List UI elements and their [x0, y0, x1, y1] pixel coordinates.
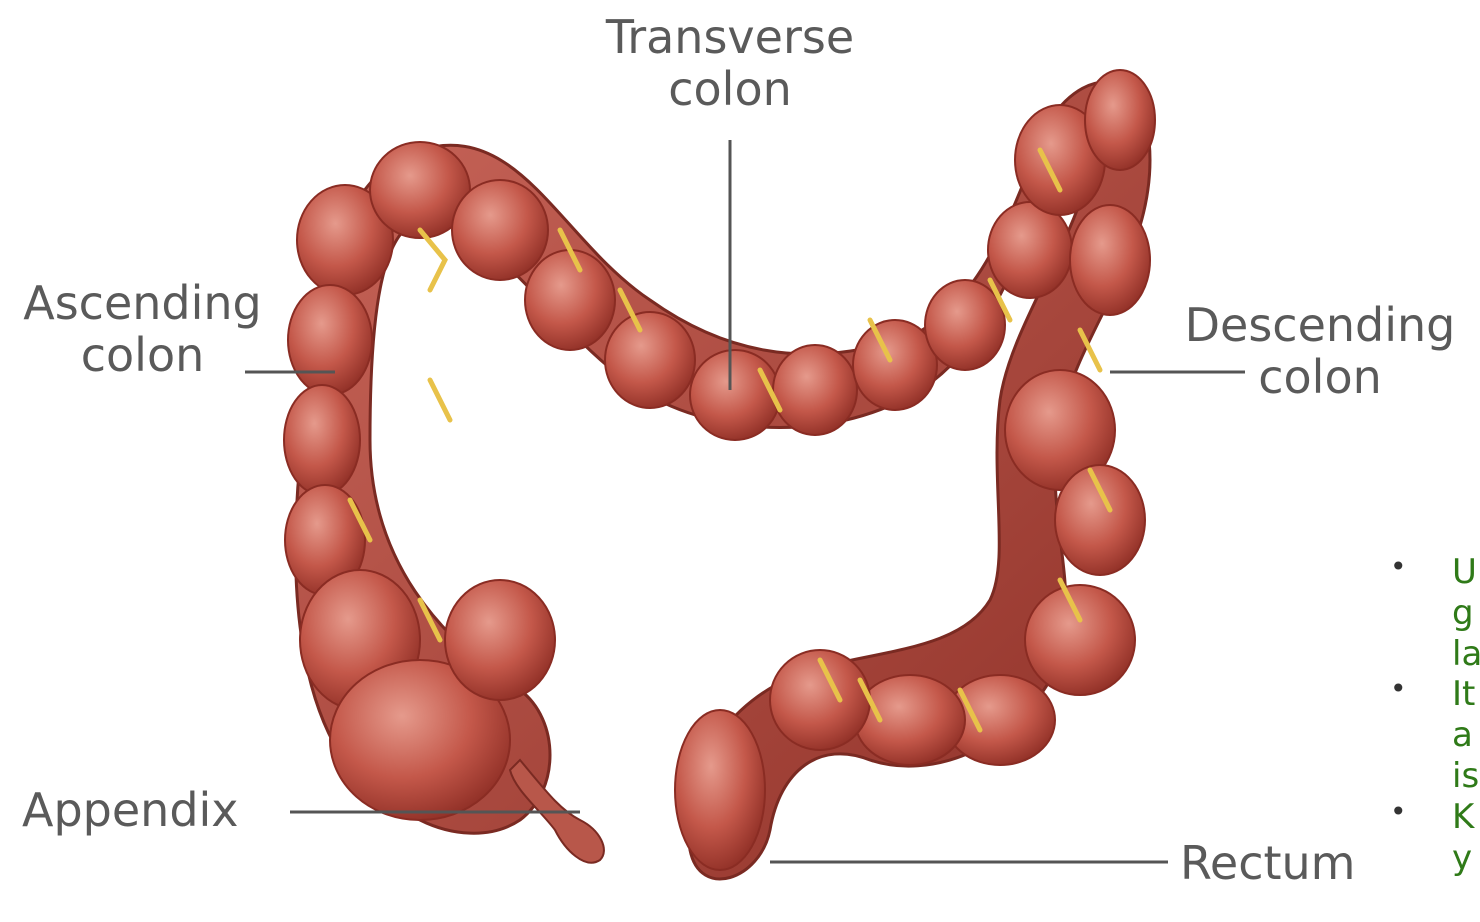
label-rectum: Rectum	[1180, 838, 1380, 890]
bullet-item: Ky	[1390, 797, 1480, 879]
label-appendix: Appendix	[22, 785, 282, 837]
haustra	[284, 70, 1155, 870]
